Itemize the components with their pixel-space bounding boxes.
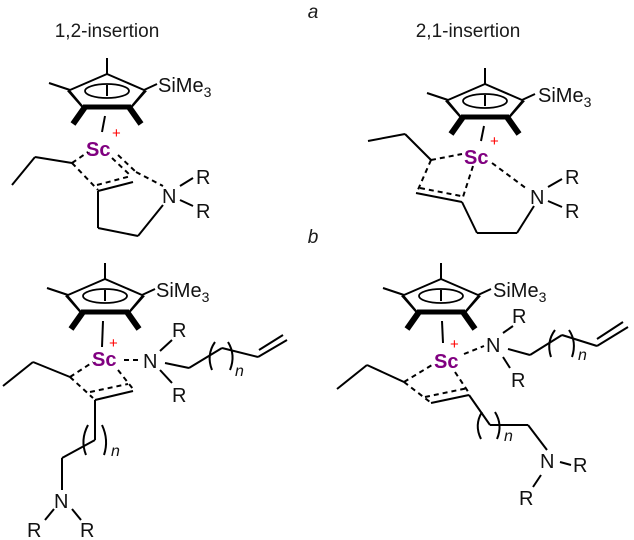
nitrogen-atom: N bbox=[530, 187, 544, 209]
r-group: R bbox=[172, 385, 186, 407]
r-group: R bbox=[172, 320, 186, 342]
structure-a-21-insertion: SiMe3 Sc + N R R bbox=[367, 68, 592, 234]
silyl-label: SiMe3 bbox=[158, 75, 212, 100]
left-title: 1,2-insertion bbox=[55, 21, 160, 42]
nitrogen-atom: N bbox=[486, 335, 500, 357]
cp-ring-icon bbox=[49, 58, 157, 124]
structure-a-12-insertion: SiMe3 Sc + N R R bbox=[11, 58, 212, 237]
r-group: R bbox=[573, 455, 587, 477]
r-group: R bbox=[196, 167, 210, 189]
r-group: R bbox=[80, 520, 94, 540]
nitrogen-atom: N bbox=[162, 186, 176, 208]
nitrogen-atom: N bbox=[54, 491, 68, 513]
repeat-index: n bbox=[578, 347, 587, 364]
panel-b-label: b bbox=[308, 227, 319, 248]
nitrogen-atom: N bbox=[540, 451, 554, 473]
scandium-atom: Sc bbox=[92, 349, 116, 371]
cp-ring-icon bbox=[383, 263, 491, 329]
right-title: 2,1-insertion bbox=[416, 21, 521, 42]
repeat-index: n bbox=[111, 443, 120, 460]
charge-label: + bbox=[450, 336, 459, 353]
r-group: R bbox=[511, 370, 525, 392]
cp-ring-icon bbox=[427, 68, 535, 134]
repeat-index: n bbox=[235, 363, 244, 380]
r-group: R bbox=[519, 488, 533, 510]
nitrogen-atom: N bbox=[143, 351, 157, 373]
cp-ring-icon bbox=[47, 263, 155, 329]
r-group: R bbox=[565, 201, 579, 223]
r-group: R bbox=[196, 201, 210, 223]
repeat-index: n bbox=[504, 428, 513, 445]
r-group: R bbox=[565, 167, 579, 189]
silyl-label: SiMe3 bbox=[156, 280, 210, 305]
scandium-atom: Sc bbox=[464, 147, 488, 169]
structure-b-12-insertion: SiMe3 Sc + N R R n n N bbox=[2, 263, 288, 540]
charge-label: + bbox=[490, 133, 499, 150]
panel-a-label: a bbox=[308, 2, 319, 23]
r-group: R bbox=[512, 306, 526, 328]
charge-label: + bbox=[109, 335, 118, 352]
r-group: R bbox=[27, 520, 41, 540]
scandium-atom: Sc bbox=[434, 351, 458, 373]
scandium-atom: Sc bbox=[86, 139, 110, 161]
silyl-label: SiMe3 bbox=[538, 85, 592, 110]
structure-b-21-insertion: SiMe3 Sc + N R R n n N bbox=[336, 263, 629, 510]
charge-label: + bbox=[112, 125, 121, 142]
silyl-label: SiMe3 bbox=[493, 280, 547, 305]
